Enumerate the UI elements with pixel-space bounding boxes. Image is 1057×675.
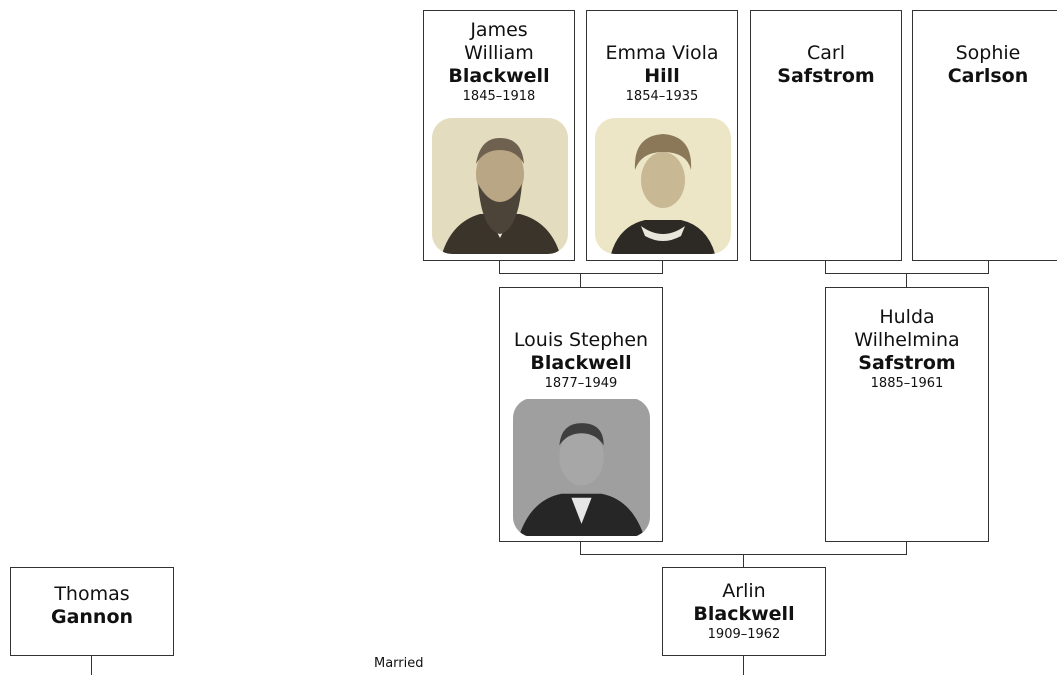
connector-line [499,273,663,274]
surname: Carlson [947,65,1029,87]
person-card-sophie-carlson[interactable]: Sophie Carlson [912,10,1057,261]
life-dates: 1845–1918 [462,89,536,104]
given-name: Carl [807,42,845,64]
surname: Blackwell [693,603,795,625]
given-name: Hulda Wilhelmina [854,306,960,351]
person-card-emma-viola-hill[interactable]: Emma Viola Hill 1854–1935 [586,10,738,261]
given-name: Louis Stephen [513,329,649,351]
surname: Gannon [50,606,134,628]
given-name: James William [464,19,534,64]
person-card-james-william-blackwell[interactable]: James William Blackwell 1845–1918 [423,10,575,261]
married-label: Married [374,656,424,671]
connector-line [743,656,744,675]
connector-line [743,554,744,567]
person-card-louis-stephen-blackwell[interactable]: Louis Stephen Blackwell 1877–1949 [499,287,663,542]
surname: Blackwell [530,352,632,374]
surname: Safstrom [777,65,875,87]
person-card-carl-safstrom[interactable]: Carl Safstrom [750,10,902,261]
given-name: Thomas [54,583,130,605]
person-card-hulda-wilhelmina-safstrom[interactable]: Hulda Wilhelmina Safstrom 1885–1961 [825,287,989,542]
connector-line [91,656,92,675]
connector-line [662,261,663,273]
connector-line [825,261,826,273]
given-name: Sophie [955,42,1021,64]
connector-line [906,273,907,287]
connector-line [580,542,581,554]
given-name: Emma Viola [605,42,719,64]
given-name: Arlin [722,580,766,602]
surname: Hill [644,65,680,87]
connector-line [906,542,907,554]
surname: Blackwell [448,65,550,87]
portrait-photo [595,118,731,254]
life-dates: 1885–1961 [870,376,944,391]
life-dates: 1877–1949 [544,376,618,391]
connector-line [499,261,500,273]
life-dates: 1854–1935 [625,89,699,104]
surname: Safstrom [858,352,956,374]
connector-line [580,273,581,287]
life-dates: 1909–1962 [707,627,781,642]
person-card-arlin-blackwell[interactable]: Arlin Blackwell 1909–1962 [662,567,826,656]
portrait-photo [432,118,568,254]
person-card-thomas-gannon[interactable]: Thomas Gannon [10,567,174,656]
connector-line [988,261,989,273]
portrait-photo [513,398,650,537]
connector-line [825,273,989,274]
